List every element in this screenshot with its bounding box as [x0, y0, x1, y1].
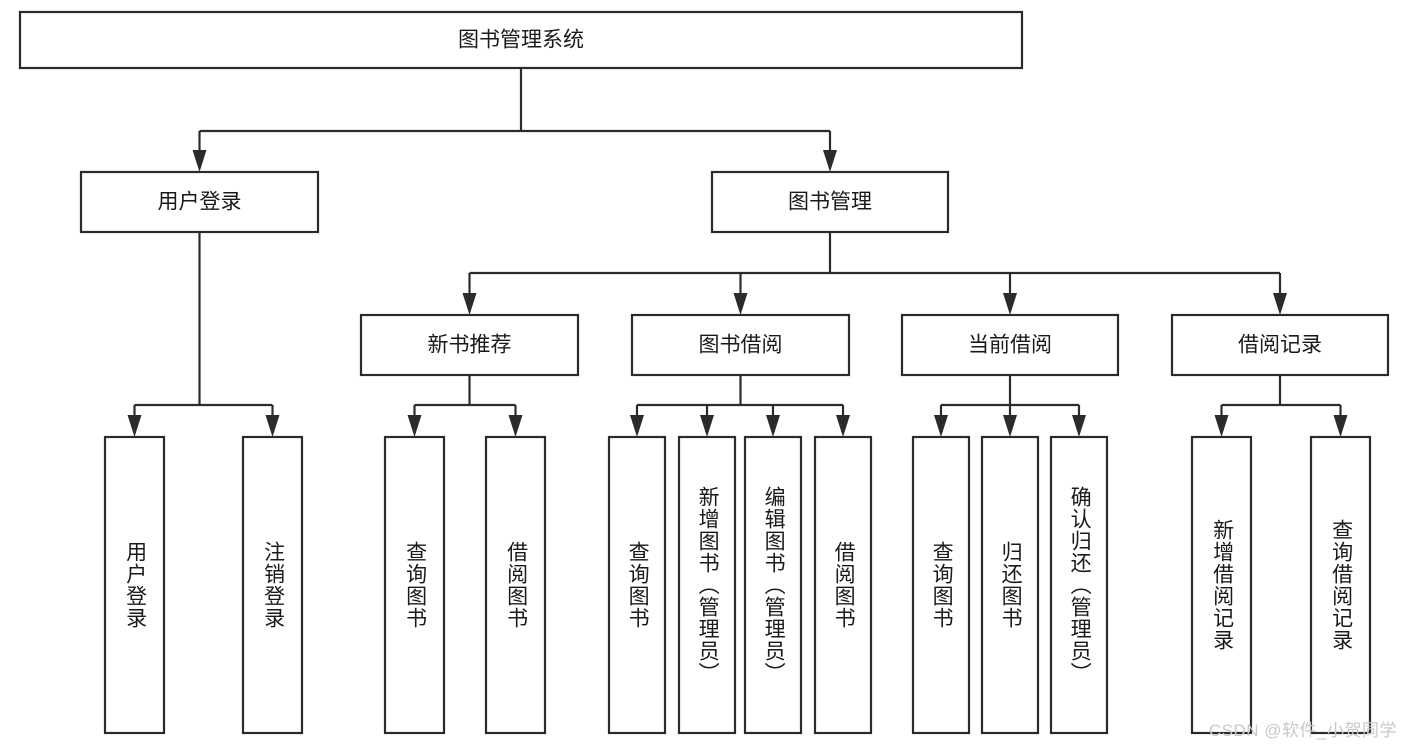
- level2-1-leaf-0-head: [630, 415, 644, 437]
- leaf-l2-1-3[interactable]: [813, 435, 873, 735]
- leaf-l2-2-2[interactable]: [1049, 435, 1109, 735]
- leaf-l2-3-1[interactable]: [1309, 435, 1372, 735]
- node-level2-2[interactable]: [900, 313, 1120, 377]
- level2-3-leaf-1-head: [1333, 415, 1348, 437]
- level2-2-leaf-1-head: [1003, 415, 1017, 437]
- level1-to-level2-3-head: [1273, 293, 1287, 315]
- box-layer: [18, 10, 1390, 735]
- level1-0-leaf-1-head: [265, 415, 280, 437]
- node-level1-1[interactable]: [710, 170, 950, 234]
- leaf-l2-1-0[interactable]: [607, 435, 667, 735]
- leaf-l2-0-0[interactable]: [383, 435, 446, 735]
- node-level2-3[interactable]: [1170, 313, 1390, 377]
- level2-1-leaf-2-head: [766, 415, 780, 437]
- root-to-level1-1-head: [823, 150, 837, 172]
- node-level2-1[interactable]: [630, 313, 851, 377]
- node-level2-3-label: 借阅记录: [1238, 334, 1322, 357]
- level2-2-leaf-0-head: [934, 415, 948, 437]
- leaf-l2-1-2[interactable]: [743, 435, 803, 735]
- level2-1-leaf-3-head: [836, 415, 850, 437]
- leaf-l2-0-1[interactable]: [484, 435, 547, 735]
- level1-to-level2-2-head: [1003, 293, 1017, 315]
- node-level2-0-label: 新书推荐: [428, 334, 512, 357]
- leaf-l2-2-1[interactable]: [980, 435, 1040, 735]
- level1-to-level2-0-head: [462, 293, 477, 315]
- node-level1-0[interactable]: [79, 170, 320, 234]
- level2-0-leaf-0-head: [407, 415, 422, 437]
- node-root-label: 图书管理系统: [458, 29, 584, 52]
- connector-layer: [127, 68, 1348, 437]
- leaf-user-0[interactable]: [103, 435, 166, 735]
- level2-3-leaf-0-head: [1214, 415, 1229, 437]
- level1-0-leaf-0-head: [127, 415, 142, 437]
- node-root[interactable]: [18, 10, 1024, 70]
- leaf-user-1[interactable]: [241, 435, 304, 735]
- node-level1-1-label: 图书管理: [788, 191, 872, 214]
- level2-1-leaf-1-head: [700, 415, 714, 437]
- root-to-level1-0-head: [192, 150, 207, 172]
- node-level2-1-label: 图书借阅: [699, 334, 783, 357]
- level2-2-leaf-2-head: [1072, 415, 1086, 437]
- node-level2-0[interactable]: [359, 313, 580, 377]
- level2-0-leaf-1-head: [508, 415, 523, 437]
- node-level2-2-label: 当前借阅: [968, 334, 1052, 357]
- leaf-l2-3-0[interactable]: [1190, 435, 1253, 735]
- node-level1-0-label: 用户登录: [158, 191, 242, 214]
- leaf-l2-1-1[interactable]: [677, 435, 737, 735]
- csdn-watermark: CSDN @软件_小贺同学: [1208, 721, 1397, 740]
- level1-to-level2-1-head: [733, 293, 748, 315]
- leaf-l2-2-0[interactable]: [911, 435, 971, 735]
